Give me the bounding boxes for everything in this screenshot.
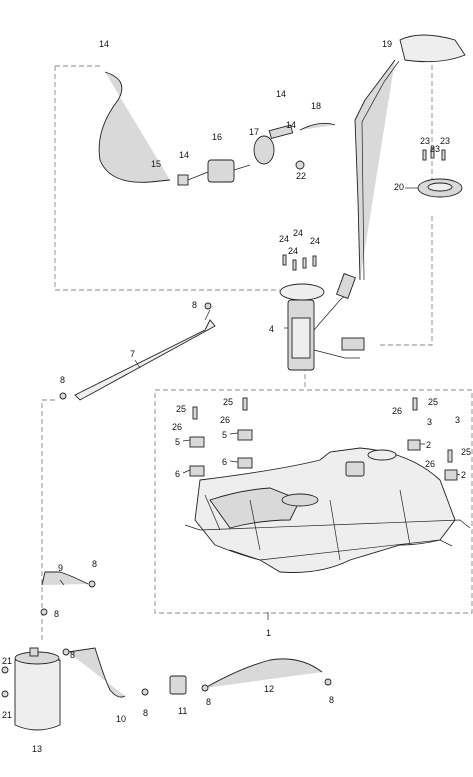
callout-23: 23 (420, 136, 430, 146)
callout-8: 8 (329, 695, 334, 705)
callout-24: 24 (279, 234, 289, 244)
callout-12: 12 (264, 684, 274, 694)
callout-6: 6 (175, 469, 180, 479)
callout-14: 14 (286, 120, 296, 130)
callout-2: 2 (426, 440, 431, 450)
callout-13: 13 (32, 744, 42, 754)
tank-mount-hardware (189, 397, 458, 481)
callout-26: 26 (425, 459, 435, 469)
upper-fuel-hose (98, 71, 336, 186)
callout-8: 8 (192, 300, 197, 310)
callout-18: 18 (311, 101, 321, 111)
callout-15: 15 (151, 159, 161, 169)
callout-9: 9 (58, 563, 63, 573)
callout-23: 23 (430, 144, 440, 154)
filler-neck (354, 34, 466, 281)
small-hardware (1, 147, 446, 698)
callout-19: 19 (382, 39, 392, 49)
callout-26: 26 (392, 406, 402, 416)
upper-hose-group-box (54, 66, 280, 291)
evap-canister (14, 647, 61, 731)
callout-3: 3 (427, 417, 432, 427)
callout-7: 7 (130, 349, 135, 359)
callout-24: 24 (293, 228, 303, 238)
callout-24: 24 (310, 236, 320, 246)
callout-1: 1 (266, 628, 271, 638)
callout-25: 25 (176, 404, 186, 414)
callout-6: 6 (222, 457, 227, 467)
callout-3: 3 (455, 415, 460, 425)
fuel-pump-assembly (279, 273, 365, 371)
callout-26: 26 (172, 422, 182, 432)
callout-21: 21 (2, 710, 12, 720)
lower-hoses (41, 571, 323, 698)
callout-24: 24 (288, 246, 298, 256)
callout-14: 14 (276, 89, 286, 99)
callout-25: 25 (428, 397, 438, 407)
callout-8: 8 (143, 708, 148, 718)
vent-line (74, 309, 216, 401)
callout-14: 14 (99, 39, 109, 49)
callout-5: 5 (175, 437, 180, 447)
callout-25: 25 (223, 397, 233, 407)
callout-2: 2 (461, 470, 466, 480)
callout-17: 17 (249, 127, 259, 137)
callout-14: 14 (179, 150, 189, 160)
callout-8: 8 (54, 609, 59, 619)
callout-10: 10 (116, 714, 126, 724)
callout-labels: 1 2 2 3 3 4 5 5 6 6 7 8 8 8 8 8 8 8 8 9 … (2, 39, 471, 754)
fuel-tank (184, 447, 471, 573)
group-boxes (41, 60, 473, 640)
callout-21: 21 (2, 656, 12, 666)
callout-8: 8 (92, 559, 97, 569)
callout-4: 4 (269, 324, 274, 334)
callout-5: 5 (222, 430, 227, 440)
callout-8: 8 (60, 375, 65, 385)
callout-20: 20 (394, 182, 404, 192)
callout-8: 8 (206, 697, 211, 707)
pump-lock-ring (417, 178, 463, 198)
callout-26: 26 (220, 415, 230, 425)
callout-25: 25 (461, 447, 471, 457)
leader-lines (59, 187, 461, 620)
tank-group-box (154, 389, 473, 614)
callout-23: 23 (440, 136, 450, 146)
callout-11: 11 (178, 706, 187, 716)
callout-22: 22 (296, 171, 306, 181)
canister-group-line (41, 399, 58, 640)
callout-8: 8 (70, 650, 75, 660)
callout-16: 16 (212, 132, 222, 142)
